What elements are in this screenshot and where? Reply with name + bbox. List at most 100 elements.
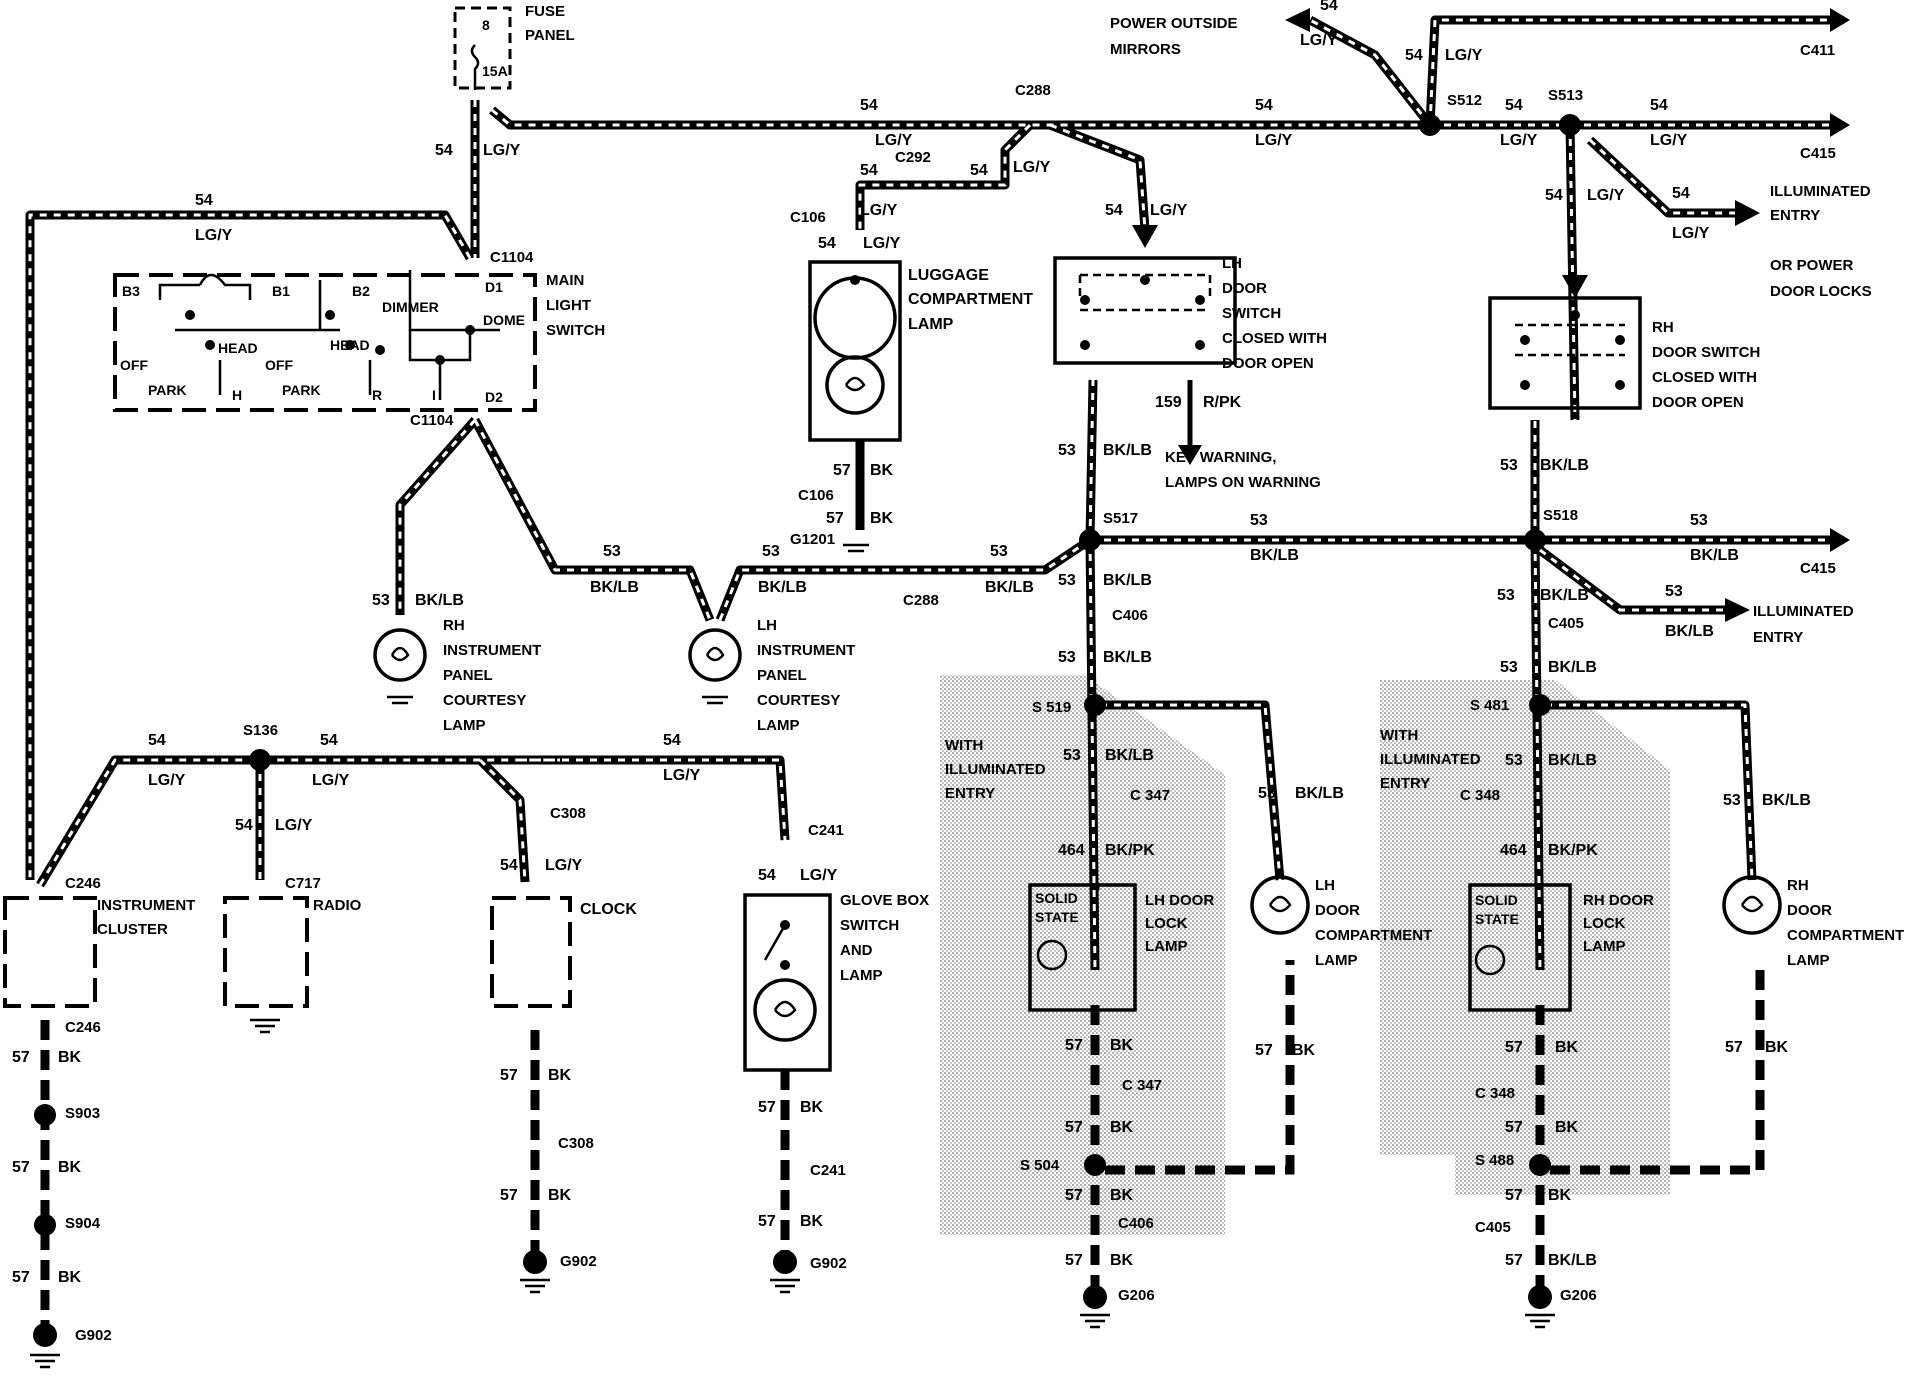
- label-wires-lgy: LG/Y: [863, 235, 901, 252]
- label-labels-with-illum-3: ENTRY: [945, 785, 995, 802]
- label-labels-lh-ipc-2: INSTRUMENT: [757, 642, 855, 659]
- label-wires-c53: 53: [372, 592, 390, 609]
- label-labels-lh-comp-1: LH: [1315, 877, 1335, 894]
- label-wires-c57: 57: [1505, 1119, 1523, 1136]
- label-labels-clock: CLOCK: [580, 901, 637, 918]
- label-labels-with-illum-2: ILLUMINATED: [945, 761, 1046, 778]
- label-wires-bkpk: BK/PK: [1548, 842, 1598, 859]
- lamp-symbols: [373, 628, 1782, 1042]
- label-labels-solid-1: SOLID: [1035, 890, 1078, 906]
- label-wires-bk: BK: [1555, 1119, 1579, 1136]
- label-labels-lh-ipc-4: COURTESY: [757, 692, 840, 709]
- illuminated-entry-region-rh: [1380, 680, 1670, 1195]
- label-wires-c53: 53: [1505, 752, 1523, 769]
- label-wires-bk: BK: [1765, 1039, 1789, 1056]
- label-wires-c57: 57: [1065, 1187, 1083, 1204]
- label-labels-glove-3: AND: [840, 942, 873, 959]
- label-wires-bklb: BK/LB: [1540, 587, 1589, 604]
- label-wires-c57: 57: [1065, 1252, 1083, 1269]
- label-connectors-c406: C406: [1118, 1215, 1154, 1232]
- label-connectors-s513: S513: [1548, 87, 1583, 104]
- label-wires-c57: 57: [12, 1049, 30, 1066]
- label-wires-c53: 53: [1723, 792, 1741, 809]
- label-connectors-s481: S 481: [1470, 697, 1509, 714]
- label-labels-illum-entry-1: ILLUMINATED: [1770, 183, 1871, 200]
- label-wires-c54: 54: [818, 235, 836, 252]
- label-labels-lh-lock-3: LAMP: [1145, 938, 1188, 955]
- label-connectors-s518: S518: [1543, 507, 1578, 524]
- label-connectors-c308: C308: [558, 1135, 594, 1152]
- label-wires-bklb: BK/LB: [1548, 1252, 1597, 1269]
- label-main-switch-terms-b1: B1: [272, 283, 290, 299]
- label-main-switch-terms-i: I: [432, 387, 436, 403]
- label-connectors-g902: G902: [75, 1327, 112, 1344]
- label-labels-lh-ipc-5: LAMP: [757, 717, 800, 734]
- label-wires-lgy: LG/Y: [663, 767, 701, 784]
- label-wires-c54: 54: [860, 162, 878, 179]
- label-labels-solid-2: STATE: [1475, 911, 1519, 927]
- label-wires-lgy: LG/Y: [1300, 32, 1338, 49]
- label-wires-bkpk: BK/PK: [1105, 842, 1155, 859]
- label-main-switch-terms-b2: B2: [352, 283, 370, 299]
- label-wires-bk: BK: [870, 510, 894, 527]
- label-labels-lh-comp-4: LAMP: [1315, 952, 1358, 969]
- label-wires-c53: 53: [1058, 442, 1076, 459]
- label-wires-c57: 57: [1065, 1119, 1083, 1136]
- label-wires-bklb: BK/LB: [1295, 785, 1344, 802]
- label-wires-c54: 54: [1405, 47, 1423, 64]
- label-wires-bk: BK: [1110, 1187, 1134, 1204]
- label-connectors-s517: S517: [1103, 510, 1138, 527]
- label-wires-c53: 53: [1500, 457, 1518, 474]
- label-wires-bklb: BK/LB: [1665, 623, 1714, 640]
- label-connectors-c405: C405: [1548, 615, 1584, 632]
- label-connectors-s519: S 519: [1032, 699, 1071, 716]
- label-wires-c57: 57: [1065, 1037, 1083, 1054]
- label-labels-luggage-3: LAMP: [908, 316, 954, 333]
- label-labels-rh-door-2: DOOR SWITCH: [1652, 344, 1760, 361]
- label-labels-rh-comp-4: LAMP: [1787, 952, 1830, 969]
- label-wires-bklb: BK/LB: [1250, 547, 1299, 564]
- label-wires-c53: 53: [1063, 747, 1081, 764]
- label-main-switch-terms-dimmer: DIMMER: [382, 299, 439, 315]
- label-wires-lgy: LG/Y: [1650, 132, 1688, 149]
- label-labels-inst-cluster-2: CLUSTER: [97, 921, 168, 938]
- label-wires-bk: BK: [870, 462, 894, 479]
- label-labels-solid-1: SOLID: [1475, 892, 1518, 908]
- label-wires-c54: 54: [1255, 97, 1273, 114]
- luggage-compartment-lamp: [808, 260, 902, 442]
- label-labels-key-warn-2: LAMPS ON WARNING: [1165, 474, 1321, 491]
- label-connectors-g902: G902: [560, 1253, 597, 1270]
- label-wires-bk: BK: [1110, 1119, 1134, 1136]
- label-wires-lgy: LG/Y: [545, 857, 583, 874]
- label-labels-rh-ipc-3: PANEL: [443, 667, 493, 684]
- label-connectors-s904: S904: [65, 1215, 101, 1232]
- label-labels-rh-lock-1: RH DOOR: [1583, 892, 1654, 909]
- label-connectors-c106: C106: [798, 487, 834, 504]
- label-fuse-title-line2: PANEL: [525, 27, 575, 44]
- label-wires-bk: BK: [1555, 1039, 1579, 1056]
- label-labels-or-power-1: OR POWER: [1770, 257, 1854, 274]
- label-labels-rh-lock-3: LAMP: [1583, 938, 1626, 955]
- label-connectors-c411: C411: [1800, 42, 1835, 59]
- label-wires-bklb: BK/LB: [1548, 752, 1597, 769]
- label-wires-bk: BK: [58, 1049, 82, 1066]
- labels: 54 LG/Y 54 LG/Y 54 LG/Y 54 LG/Y C288 54 …: [12, 0, 1904, 1344]
- label-labels-lh-comp-3: COMPARTMENT: [1315, 927, 1432, 944]
- label-labels-glove-1: GLOVE BOX: [840, 892, 929, 909]
- label-wires-lgy: LG/Y: [1500, 132, 1538, 149]
- label-wires-c54: 54: [435, 142, 453, 159]
- label-wires-c54: 54: [1320, 0, 1338, 14]
- label-wires-bk: BK: [800, 1099, 824, 1116]
- label-fuse-number: 8: [482, 17, 490, 33]
- label-labels-glove-2: SWITCH: [840, 917, 899, 934]
- label-labels-inst-cluster-1: INSTRUMENT: [97, 897, 195, 914]
- label-wires-lgy: LG/Y: [1255, 132, 1293, 149]
- label-connectors-g902: G902: [810, 1255, 847, 1272]
- label-wires-bk: BK: [548, 1187, 572, 1204]
- label-labels-lh-door-5: DOOR OPEN: [1222, 355, 1314, 372]
- label-wires-lgy: LG/Y: [1150, 202, 1188, 219]
- label-labels-rh-door-1: RH: [1652, 319, 1674, 336]
- label-wires-c57: 57: [1505, 1252, 1523, 1269]
